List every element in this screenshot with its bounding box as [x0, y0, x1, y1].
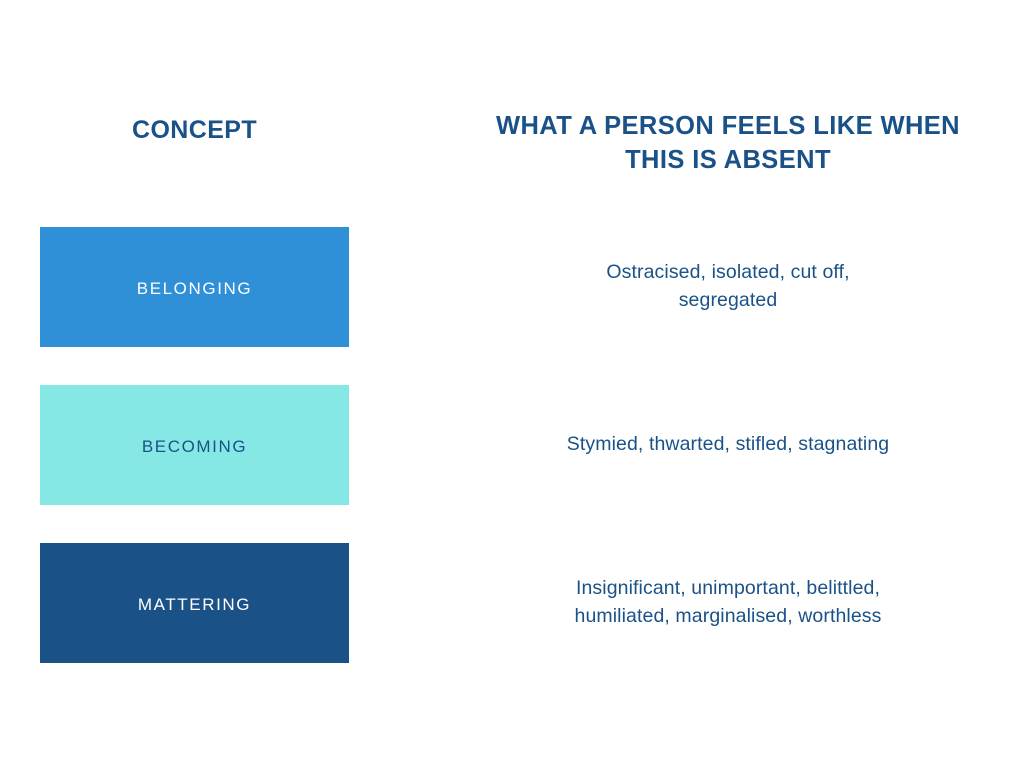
concept-label: BELONGING	[136, 278, 253, 298]
column-header-concept: CONCEPT	[131, 116, 258, 144]
concept-box-becoming: BECOMING	[40, 385, 349, 505]
column-header-absent: WHAT A PERSON FEELS LIKE WHEN THIS IS AB…	[496, 112, 960, 174]
concept-label: MATTERING	[137, 594, 252, 614]
table-row: BELONGING Ostracised, isolated, cut off,…	[0, 227, 1024, 347]
table-row: BECOMING Stymied, thwarted, stifled, sta…	[0, 385, 1024, 505]
column-headers: CONCEPT WHAT A PERSON FEELS LIKE WHEN TH…	[0, 104, 1024, 200]
concept-label: BECOMING	[141, 436, 248, 456]
concept-rows: BELONGING Ostracised, isolated, cut off,…	[0, 227, 1024, 701]
concept-box-mattering: MATTERING	[40, 543, 349, 663]
concept-box-belonging: BELONGING	[40, 227, 349, 347]
feeling-text: Insignificant, unimportant, belittled, h…	[574, 577, 882, 627]
feeling-cell: Stymied, thwarted, stifled, stagnating	[468, 385, 988, 505]
feeling-text: Stymied, thwarted, stifled, stagnating	[566, 433, 890, 456]
feeling-cell: Ostracised, isolated, cut off, segregate…	[468, 227, 988, 347]
feeling-text: Ostracised, isolated, cut off, segregate…	[606, 261, 850, 311]
feeling-cell: Insignificant, unimportant, belittled, h…	[468, 543, 988, 663]
table-row: MATTERING Insignificant, unimportant, be…	[0, 543, 1024, 663]
